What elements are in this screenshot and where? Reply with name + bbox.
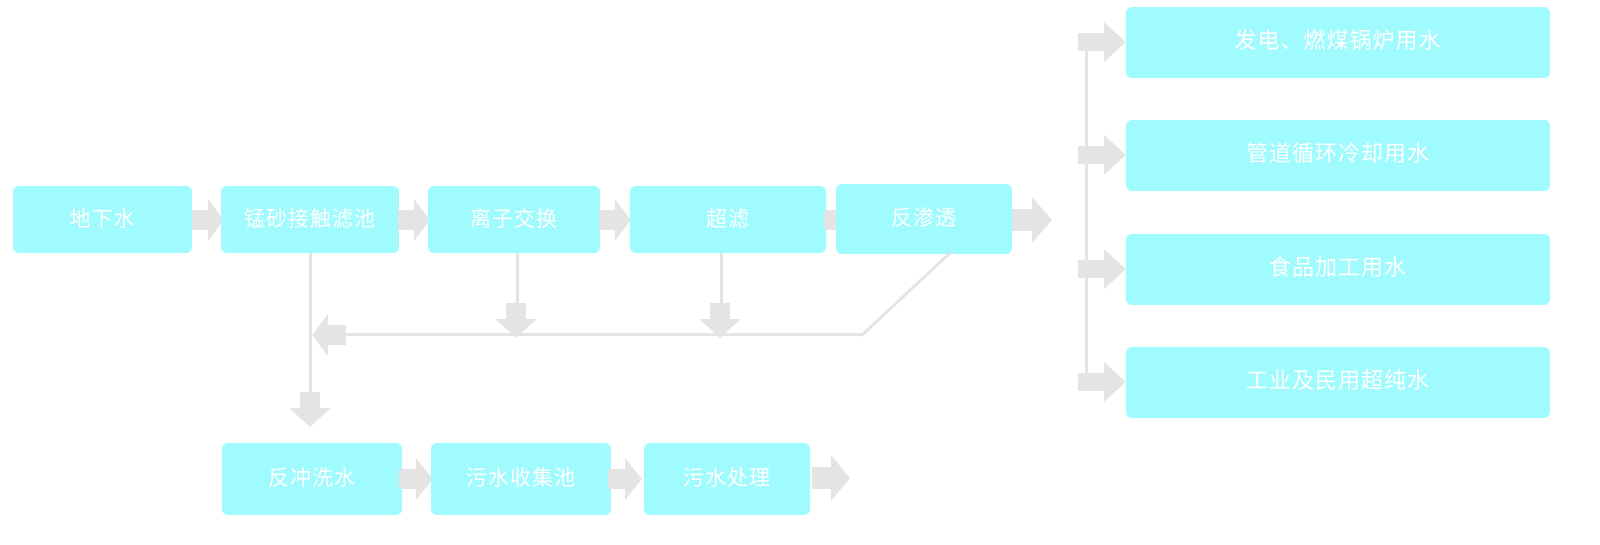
- node-label: 反渗透: [891, 206, 957, 231]
- node-label: 食品加工用水: [1268, 256, 1407, 282]
- node-label: 地下水: [69, 206, 136, 231]
- node-ion-exchange[interactable]: 离子交换: [428, 186, 600, 253]
- arrow-down-ultrafiltration: [697, 303, 743, 339]
- node-reverse-osmosis[interactable]: 反渗透: [836, 184, 1012, 254]
- line-reverse-osmosis-to-collector: [855, 250, 955, 338]
- node-power-boiler-water[interactable]: 发电、燃煤锅炉用水: [1126, 7, 1550, 78]
- arrow-branch-to-pipeline-cooling: [1078, 133, 1126, 177]
- node-label: 离子交换: [470, 206, 558, 231]
- node-label: 发电、燃煤锅炉用水: [1234, 29, 1442, 55]
- arrow-groundwater-to-manganese: [192, 196, 224, 244]
- arrow-backwash-to-sewage-tank: [399, 455, 433, 503]
- branch-trunk-line: [1085, 40, 1088, 383]
- arrow-sewage-tank-to-treatment: [608, 455, 642, 503]
- node-ultrafiltration[interactable]: 超滤: [630, 186, 826, 253]
- arrow-branch-to-ultrapure-water: [1078, 360, 1126, 404]
- node-pipeline-cooling[interactable]: 管道循环冷却用水: [1126, 120, 1550, 191]
- node-ultrapure-water[interactable]: 工业及民用超纯水: [1126, 347, 1550, 418]
- node-label: 锰砂接触滤池: [244, 206, 376, 231]
- node-label: 污水处理: [683, 466, 771, 491]
- line-manganese-to-backwash: [309, 253, 312, 399]
- node-backwash-water[interactable]: 反冲洗水: [222, 443, 402, 515]
- node-sewage-treatment[interactable]: 污水处理: [644, 443, 810, 515]
- node-label: 工业及民用超纯水: [1245, 369, 1430, 395]
- node-food-processing[interactable]: 食品加工用水: [1126, 234, 1550, 305]
- node-label: 超滤: [706, 206, 750, 231]
- node-manganese-filter[interactable]: 锰砂接触滤池: [221, 186, 399, 253]
- arrow-branch-to-power-boiler: [1078, 20, 1126, 64]
- node-groundwater[interactable]: 地下水: [13, 186, 192, 253]
- node-label: 反冲洗水: [268, 466, 356, 491]
- node-sewage-tank[interactable]: 污水收集池: [431, 443, 611, 515]
- arrow-down-to-backwash: [287, 392, 333, 428]
- line-ultrafiltration-to-collector: [720, 253, 723, 309]
- arrow-manganese-to-ion-exchange: [398, 196, 430, 244]
- arrow-ion-exchange-to-ultrafiltration: [599, 196, 631, 244]
- arrow-branch-to-food-processing: [1078, 247, 1126, 291]
- node-label: 管道循环冷却用水: [1245, 142, 1430, 168]
- arrow-reverse-osmosis-to-branch: [1012, 195, 1052, 245]
- node-label: 污水收集池: [466, 466, 576, 491]
- arrow-down-ion-exchange: [493, 303, 539, 339]
- line-ion-exchange-to-collector: [516, 253, 519, 309]
- arrow-treatment-outflow: [812, 452, 850, 504]
- arrow-collector-head-left: [312, 312, 346, 358]
- waste-collector-line: [338, 333, 862, 336]
